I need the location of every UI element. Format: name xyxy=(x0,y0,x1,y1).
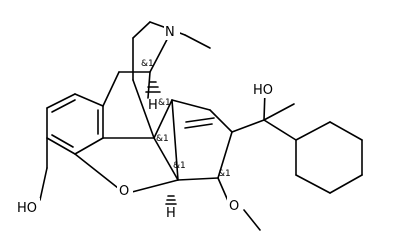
hydrogen-upper-label: H xyxy=(148,98,158,113)
bond-oh xyxy=(39,167,48,201)
stereo-label-3: &1 xyxy=(156,134,169,144)
hydroxyl-top-label: HO xyxy=(253,83,273,98)
hydrogen-lower-label: H xyxy=(166,206,176,221)
ring-oxygen-label: O xyxy=(119,184,129,199)
hydroxyl-left-label: HO xyxy=(17,201,37,216)
aromatic-ring xyxy=(46,93,104,155)
side-chain xyxy=(263,89,363,194)
methoxy-oxygen-label: O xyxy=(229,199,239,214)
nitrogen-label: N xyxy=(165,25,175,40)
stereo-label-4: &1 xyxy=(173,161,186,171)
stereo-label-2: &1 xyxy=(158,98,171,108)
stereo-bonds xyxy=(145,81,177,205)
stereo-label-1: &1 xyxy=(141,59,154,69)
stereo-label-5: &1 xyxy=(218,169,231,179)
